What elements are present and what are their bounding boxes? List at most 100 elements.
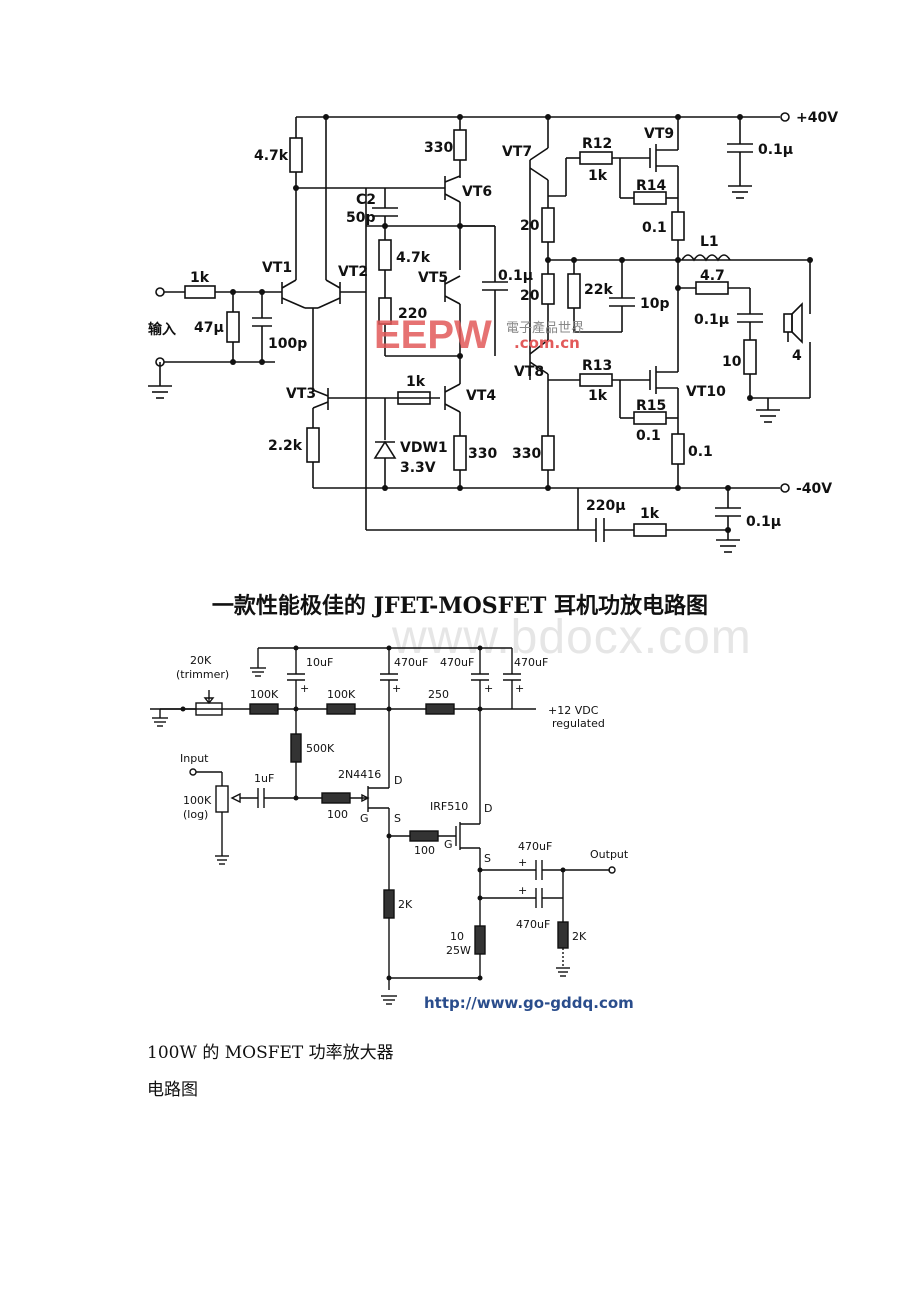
r-gate1-label: 100 (327, 808, 348, 821)
trimmer-label: 20K (190, 654, 212, 667)
supply-pos-label: +40V (796, 110, 838, 126)
vt1-label: VT1 (262, 260, 292, 276)
c2-value: 50p (346, 210, 376, 226)
r-47u-label: 47μ (194, 320, 224, 336)
c1-plus: + (300, 682, 309, 695)
c-01-zobel-label: 0.1μ (694, 312, 729, 328)
r-load-watts: 25W (446, 944, 471, 957)
r-src-label: 2K (398, 898, 413, 911)
jfet-g: G (360, 812, 369, 825)
c-out1-plus: + (518, 856, 527, 869)
supply-note: regulated (552, 717, 605, 730)
source-url: http://www.go-gddq.com (424, 994, 634, 1012)
r-1k-mid-label: 1k (406, 374, 426, 390)
r-330-top-label: 330 (424, 140, 453, 156)
r-4-7-label: 4.7 (700, 268, 725, 284)
mosfet-s: S (484, 852, 491, 865)
zener-label: VDW1 (400, 440, 448, 456)
c2-label: C2 (356, 192, 376, 208)
pot-note: (log) (183, 808, 208, 821)
r-in-label: 1k (190, 270, 210, 286)
r-2k2-label: 2.2k (268, 438, 303, 454)
jfet-label: 2N4416 (338, 768, 381, 781)
vt10-label: VT10 (686, 384, 726, 400)
jfet-d: D (394, 774, 402, 787)
vt9-label: VT9 (644, 126, 674, 142)
zener-value: 3.3V (400, 460, 436, 476)
output-label: Output (590, 848, 629, 861)
r-gate2-label: 100 (414, 844, 435, 857)
vt8-label: VT8 (514, 364, 544, 380)
r13-label: R13 (582, 358, 612, 374)
supply-label: +12 VDC (548, 704, 599, 717)
c-in-label: 1uF (254, 772, 274, 785)
c-01-neg-label: 0.1μ (746, 514, 781, 530)
r-20-top-label: 20 (520, 218, 540, 234)
r-20-bot-label: 20 (520, 288, 540, 304)
figure-title: 一款性能极佳的 JFET-MOSFET 耳机功放电路图 (211, 593, 709, 619)
r-1k-fb-label: 1k (640, 506, 660, 522)
r12-value: 1k (588, 168, 608, 184)
r-330-vt4-label: 330 (468, 446, 497, 462)
pot-4k7-label: 4.7k (396, 250, 431, 266)
eepw-logo: EEPW (374, 313, 492, 357)
amplifier-schematic-100w: +40V -40V 输入 VT1 VT2 VT3 VT4 VT5 VT6 VT7… (148, 110, 838, 553)
r14-label: R14 (636, 178, 667, 194)
vt5-label: VT5 (418, 270, 448, 286)
c-01-mid-label: 0.1μ (498, 268, 533, 284)
r15-label: R15 (636, 398, 666, 414)
c-out2-label: 470uF (516, 918, 550, 931)
r15-value: 0.1 (636, 428, 661, 444)
jfet-s: S (394, 812, 401, 825)
r-load-label: 10 (450, 930, 464, 943)
r-10-label: 10 (722, 354, 742, 370)
vt4-label: VT4 (466, 388, 496, 404)
bdocx-watermark: www.bdocx.com (392, 611, 752, 664)
c-01-pos-label: 0.1μ (758, 142, 793, 158)
r2-label: 100K (327, 688, 356, 701)
c1-label: 10uF (306, 656, 333, 669)
mosfet-label: IRF510 (430, 800, 468, 813)
r-4k7-label: 4.7k (254, 148, 289, 164)
c2-plus: + (392, 682, 401, 695)
mosfet-d: D (484, 802, 492, 815)
r-22k-label: 22k (584, 282, 613, 298)
headphone-amp-schematic: 20K (trimmer) 100K 100K 250 500K 10uF 47… (150, 645, 634, 1012)
c-out1-label: 470uF (518, 840, 552, 853)
r-01-bot-label: 0.1 (688, 444, 713, 460)
vt2-label: VT2 (338, 264, 368, 280)
vt3-label: VT3 (286, 386, 316, 402)
c3-plus: + (484, 682, 493, 695)
c3-label: 470uF (440, 656, 474, 669)
c-10p-label: 10p (640, 296, 670, 312)
eepw-url: .com.cn (514, 334, 580, 352)
supply-neg-label: -40V (796, 481, 832, 497)
c-100p-label: 100p (268, 336, 307, 352)
vt7-label: VT7 (502, 144, 532, 160)
c2-label: 470uF (394, 656, 428, 669)
r3-label: 250 (428, 688, 449, 701)
vt6-label: VT6 (462, 184, 492, 200)
speaker-label: 4 (792, 348, 802, 364)
eepw-watermark: EEPW 電子產品世界 .com.cn (374, 313, 584, 357)
c4-label: 470uF (514, 656, 548, 669)
input-label: 输入 (148, 321, 176, 338)
r-out-label: 2K (572, 930, 587, 943)
input-label-2: Input (180, 752, 209, 765)
r4-label: 500K (306, 742, 335, 755)
r12-label: R12 (582, 136, 612, 152)
caption-line-1: 100W 的 MOSFET 功率放大器 (147, 1043, 394, 1063)
trimmer-note: (trimmer) (176, 668, 229, 681)
l1-label: L1 (700, 234, 719, 250)
pot-label: 100K (183, 794, 212, 807)
r-330-vt8-label: 330 (512, 446, 541, 462)
r13-value: 1k (588, 388, 608, 404)
c-out2-plus: + (518, 884, 527, 897)
r-220-label: 220 (398, 306, 427, 322)
r-01-top-label: 0.1 (642, 220, 667, 236)
r1-label: 100K (250, 688, 279, 701)
mosfet-g: G (444, 838, 453, 851)
caption-line-2: 电路图 (147, 1080, 198, 1100)
c-220u-label: 220μ (586, 498, 626, 514)
eepw-cn-text: 電子產品世界 (506, 320, 584, 336)
